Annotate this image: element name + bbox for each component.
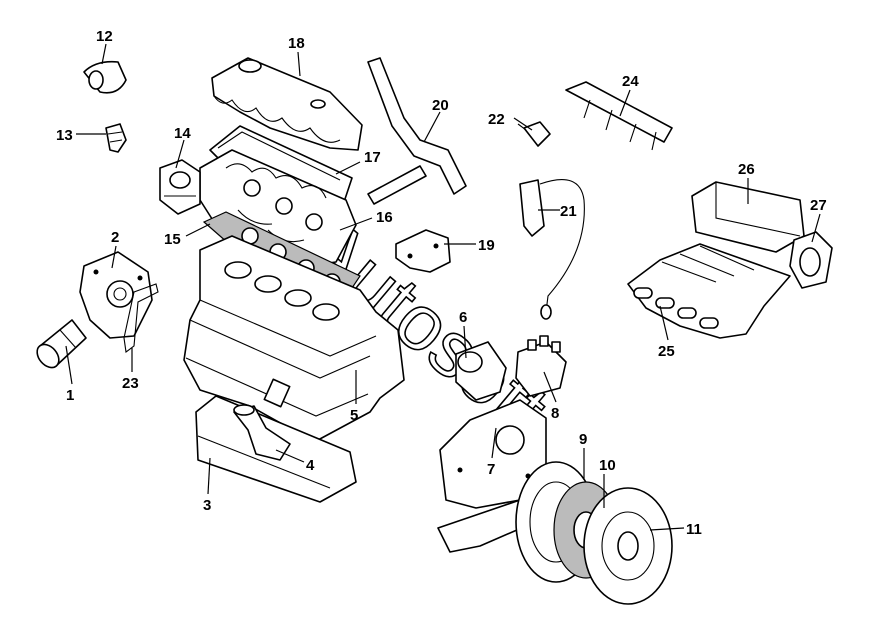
callout-22: 22: [488, 111, 505, 128]
callout-19: 19: [478, 237, 495, 254]
callout-25: 25: [658, 343, 675, 360]
callout-27: 27: [810, 197, 827, 214]
callout-5: 5: [350, 407, 358, 424]
callout-21: 21: [560, 203, 577, 220]
part-throttle-body: [789, 231, 833, 289]
callout-26: 26: [738, 161, 755, 178]
part-oil-pump: [79, 251, 153, 339]
part-intake-manifold: [627, 243, 791, 339]
callout-24: 24: [622, 73, 639, 90]
callout-13: 13: [56, 127, 73, 144]
callout-11: 11: [686, 521, 702, 538]
callout-labels: 1 2 3 4 5 6 7 8 9 10 11 12 13 14 15 16 1…: [56, 28, 827, 538]
part-oil-filter: [36, 319, 87, 369]
part-ignition-lead: [519, 179, 585, 320]
callout-9: 9: [579, 431, 587, 448]
callout-12: 12: [96, 28, 113, 45]
callout-17: 17: [364, 149, 381, 166]
leader-lines: [65, 43, 821, 531]
callout-20: 20: [432, 97, 449, 114]
callout-18: 18: [288, 35, 305, 52]
callout-15: 15: [164, 231, 181, 248]
part-pressure-plate: [583, 487, 673, 605]
part-water-outlet: [83, 60, 127, 94]
part-cylinder-block: [183, 235, 405, 441]
part-sensor: [517, 121, 551, 147]
part-starter: [455, 341, 507, 401]
part-distributor: [515, 335, 567, 397]
part-lower-bracket: [437, 499, 541, 553]
callout-8: 8: [551, 405, 559, 422]
part-temp-sender: [105, 123, 127, 153]
callout-3: 3: [203, 497, 211, 514]
part-fuel-rail: [565, 81, 673, 151]
callout-4: 4: [306, 457, 315, 474]
part-valve-cover: [211, 57, 363, 151]
callout-14: 14: [174, 125, 191, 142]
callout-23: 23: [122, 375, 139, 392]
callout-10: 10: [599, 457, 616, 474]
callout-7: 7: [487, 461, 495, 478]
part-engine-mount: [395, 229, 451, 273]
callout-6: 6: [459, 309, 467, 326]
callout-16: 16: [376, 209, 393, 226]
part-thermostat-housing: [159, 159, 201, 215]
part-coolant-hose: [367, 57, 467, 205]
callout-2: 2: [111, 229, 119, 246]
part-oil-pickup: [233, 404, 291, 461]
callout-1: 1: [66, 387, 74, 404]
part-pump-gasket: [123, 283, 159, 353]
